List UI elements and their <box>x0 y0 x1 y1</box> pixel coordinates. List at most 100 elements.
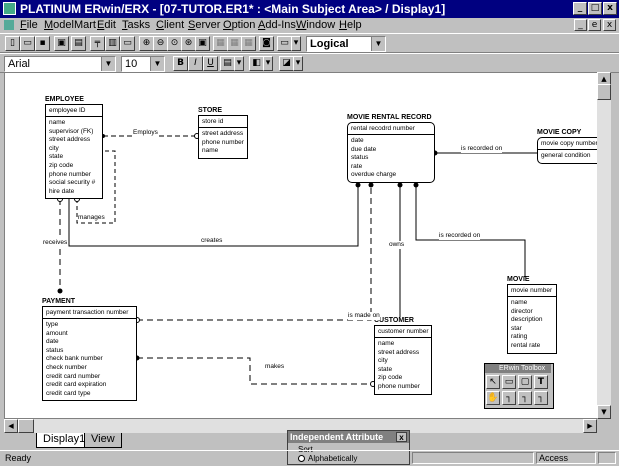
menu-edit[interactable]: Edit <box>97 19 116 31</box>
font-size-select[interactable]: 10 ▼ <box>121 56 165 72</box>
radio-alphabetically[interactable] <box>298 455 305 462</box>
text-tool-icon[interactable]: T <box>534 375 548 389</box>
entity-movie-rental-record[interactable]: MOVIE RENTAL RECORD rental recodrd numbe… <box>347 113 435 183</box>
zoom-out-icon[interactable]: ⊖ <box>153 36 168 51</box>
entity-movie-copy[interactable]: MOVIE COPY movie copy number general con… <box>537 128 598 164</box>
minimize-button[interactable]: _ <box>573 2 587 15</box>
scroll-right-icon[interactable]: ▶ <box>583 419 597 433</box>
zoom-page-icon[interactable]: ▣ <box>195 36 210 51</box>
independent-attribute-panel[interactable]: Independent Attribute x Sort Alphabetica… <box>287 430 410 465</box>
erwin-toolbox[interactable]: ERwin Toolbox ↖ ▭ ▢ T ✋ ┐ ┐ ┐ <box>484 363 554 409</box>
menu-window[interactable]: Window <box>296 19 336 31</box>
model-level-value: Logical <box>310 38 349 50</box>
doc-minimize-button[interactable]: _ <box>574 19 587 31</box>
font-select[interactable]: Arial ▼ <box>4 56 116 72</box>
menu-tasks[interactable]: Tasks <box>122 19 151 31</box>
doc-icon[interactable] <box>4 20 14 30</box>
definition-display-icon[interactable]: ▭ <box>120 36 135 51</box>
italic-button[interactable]: I <box>188 56 203 71</box>
label-creates[interactable]: creates <box>201 237 223 245</box>
chevron-down-icon[interactable]: ▼ <box>150 57 164 71</box>
label-is-made-on[interactable]: is made on <box>348 312 380 320</box>
print-icon[interactable]: ▣ <box>54 36 69 51</box>
menu-modelmart[interactable]: ModelMart <box>44 19 96 31</box>
menu-addins[interactable]: Add-Ins <box>258 19 296 31</box>
color-icon[interactable]: ◙ <box>259 36 274 51</box>
non-identifying-relationship-icon[interactable]: ┐ <box>534 391 548 405</box>
text-color-icon[interactable]: ▤ <box>220 56 235 71</box>
zoom-in-icon[interactable]: ⊕ <box>139 36 154 51</box>
entity-movie[interactable]: MOVIE movie number name director descrip… <box>507 275 557 354</box>
identifying-relationship-icon[interactable]: ┐ <box>502 391 516 405</box>
entity-employee[interactable]: EMPLOYEE employee ID name supervisor (FK… <box>45 95 103 200</box>
line-color-dropdown-icon[interactable]: ▾ <box>293 56 303 71</box>
chevron-down-icon[interactable]: ▼ <box>371 37 385 51</box>
menu-help[interactable]: Help <box>339 19 362 31</box>
label-is-recorded-on-copy[interactable]: is recorded on <box>461 145 503 153</box>
status-text: Ready <box>5 453 32 463</box>
label-is-recorded-on-movie[interactable]: is recorded on <box>439 232 481 240</box>
model-level-select[interactable]: Logical ▼ <box>306 36 386 52</box>
tab-display1[interactable]: Display1 <box>36 433 93 448</box>
fill-color-dropdown-icon[interactable]: ▾ <box>263 56 273 71</box>
fill-color-icon[interactable]: ◧ <box>249 56 264 71</box>
menu-client[interactable]: Client <box>156 19 185 31</box>
bold-button[interactable]: B <box>173 56 188 71</box>
close-button[interactable]: x <box>603 2 617 15</box>
pointer-tool-icon[interactable]: ↖ <box>486 375 500 389</box>
label-receives[interactable]: receives <box>43 239 68 247</box>
app-icon[interactable] <box>3 2 16 15</box>
hand-tool-icon[interactable]: ✋ <box>486 391 500 405</box>
menu-option[interactable]: Option <box>223 19 256 31</box>
label-manages[interactable]: manages <box>78 214 105 222</box>
attribute: credit card type <box>46 389 91 397</box>
underline-button[interactable]: U <box>203 56 218 71</box>
vertical-scrollbar[interactable]: ▲ ▼ <box>597 72 611 419</box>
entity-tool-icon[interactable]: ▭ <box>502 375 516 389</box>
attribute: overdue charge <box>351 171 397 179</box>
entity-store[interactable]: STORE store id street address phone numb… <box>198 106 248 159</box>
text-color-dropdown-icon[interactable]: ▾ <box>234 56 244 71</box>
save-icon[interactable]: ▪ <box>35 36 50 51</box>
doc-close-button[interactable]: x <box>603 19 616 31</box>
attribute-display-icon[interactable]: ▥ <box>105 36 120 51</box>
zoom-fit-icon[interactable]: ⊛ <box>181 36 196 51</box>
maximize-button[interactable]: □ <box>588 2 602 15</box>
subject-area-dropdown-icon[interactable]: ▾ <box>291 36 301 51</box>
menu-server[interactable]: Server <box>188 19 221 31</box>
subject-area-icon[interactable]: ▭ <box>277 36 292 51</box>
diagram-canvas[interactable]: EMPLOYEE employee ID name supervisor (FK… <box>4 72 599 419</box>
report-icon[interactable]: ▤ <box>71 36 86 51</box>
scroll-thumb[interactable] <box>18 419 34 433</box>
label-owns[interactable]: owns <box>389 241 405 249</box>
zoom-entity-icon[interactable]: ⊙ <box>167 36 182 51</box>
scroll-left-icon[interactable]: ◀ <box>4 419 18 433</box>
new-icon[interactable]: ▯ <box>5 36 20 51</box>
scroll-thumb[interactable] <box>597 84 611 100</box>
entity-display-icon[interactable]: ╤ <box>90 36 105 51</box>
modelmart-open-icon[interactable]: ▦ <box>241 36 256 51</box>
attribute: phone number <box>202 138 244 146</box>
close-icon[interactable]: x <box>396 432 407 442</box>
modelmart-icon[interactable]: ▦ <box>213 36 228 51</box>
horizontal-scrollbar[interactable]: ◀ ▶ <box>4 419 597 433</box>
scroll-down-icon[interactable]: ▼ <box>597 405 611 419</box>
open-icon[interactable]: ▭ <box>20 36 35 51</box>
attribute: amount <box>46 329 68 337</box>
many-to-many-relationship-icon[interactable]: ┐ <box>518 391 532 405</box>
entity-name: CUSTOMER <box>374 317 414 324</box>
label-employs[interactable]: Employs <box>133 129 158 137</box>
option-alphabetically[interactable]: Alphabetically <box>308 454 358 463</box>
chevron-down-icon[interactable]: ▼ <box>101 57 115 71</box>
format-toolbar: Arial ▼ 10 ▼ B I U ▤ ▾ ◧ ▾ ◪ ▾ <box>0 53 619 73</box>
entity-payment[interactable]: PAYMENT payment transaction number type … <box>42 297 137 402</box>
attribute-list: name director description star rating re… <box>508 297 556 353</box>
line-color-icon[interactable]: ◪ <box>279 56 294 71</box>
label-makes[interactable]: makes <box>265 363 285 371</box>
menu-file[interactable]: File <box>20 19 38 31</box>
doc-restore-button[interactable]: e <box>588 19 601 31</box>
entity-customer[interactable]: CUSTOMER customer number name street add… <box>374 316 432 395</box>
tab-view[interactable]: View <box>84 433 122 448</box>
modelmart-save-icon[interactable]: ▦ <box>227 36 242 51</box>
dependent-entity-tool-icon[interactable]: ▢ <box>518 375 532 389</box>
